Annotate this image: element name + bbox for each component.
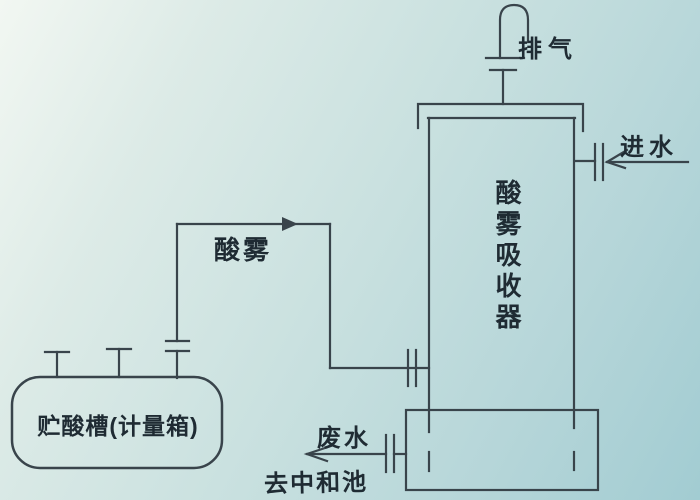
lid-outline [416, 102, 585, 133]
absorber-label: 酸雾吸收器 [492, 179, 522, 334]
exhaust-gooseneck-pipe [498, 3, 530, 60]
seal-tank-outline [404, 408, 600, 492]
acid-mist-line [164, 217, 431, 388]
waste-arrowhead-icon [303, 444, 333, 463]
water-inlet-line [573, 142, 690, 182]
water-inlet-label: 进水 [620, 134, 678, 161]
absorber-lid [416, 102, 585, 133]
storage-tank [10, 347, 224, 470]
seal-tank [404, 408, 600, 492]
neutralization-pool-label: 去中和池 [263, 468, 369, 499]
storage-tank-label: 贮酸槽(计量箱) [37, 413, 199, 439]
acid-mist-label: 酸雾 [214, 235, 273, 265]
exhaust-label: 排气 [518, 36, 578, 63]
exhaust-stack [484, 3, 530, 106]
absorber-vessel [426, 116, 577, 473]
waste-water-line [303, 433, 408, 474]
inlet-arrowhead-icon [604, 148, 629, 170]
waste-water-label: 废水 [317, 425, 371, 452]
storage-tank-outline [10, 375, 224, 470]
mist-arrowhead-icon [282, 217, 298, 231]
